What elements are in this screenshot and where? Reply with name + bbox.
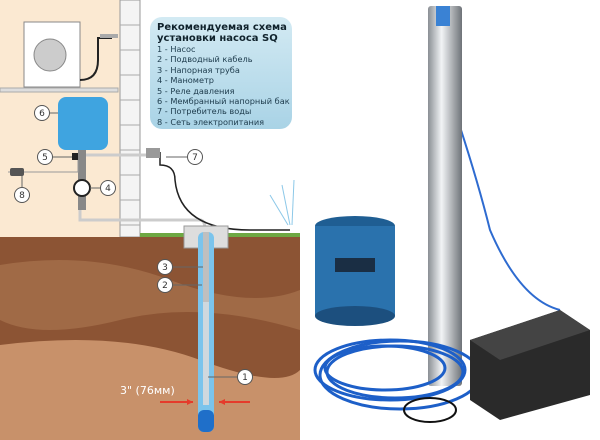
callout-6: 6 xyxy=(34,105,50,121)
legend-item: 2 - Подводный кабель xyxy=(157,54,253,65)
legend-item: 3 - Напорная труба xyxy=(157,64,240,75)
callout-5: 5 xyxy=(37,149,53,165)
callout-1: 1 xyxy=(237,369,253,385)
plug-icon xyxy=(10,168,24,176)
legend-item: 6 - Мембранный напорный бак xyxy=(157,96,290,107)
legend-item: 5 - Реле давления xyxy=(157,85,235,96)
pump-icon xyxy=(203,300,209,405)
pressure-tank-icon xyxy=(58,97,108,150)
washing-machine-icon xyxy=(23,21,81,88)
diameter-label: 3" (76мм) xyxy=(120,384,175,397)
callout-2: 2 xyxy=(157,277,173,293)
wall xyxy=(119,0,141,238)
pressure-switch-icon xyxy=(72,153,78,160)
legend-title: Рекомендуемая схема xyxy=(157,22,287,33)
callout-3: 3 xyxy=(157,259,173,275)
product-photo xyxy=(313,6,590,423)
callout-4: 4 xyxy=(100,180,116,196)
legend-title: установки насоса SQ xyxy=(157,33,278,44)
callout-7: 7 xyxy=(187,149,203,165)
legend-item: 1 - Насос xyxy=(157,44,196,54)
legend-item: 8 - Сеть электропитания xyxy=(157,116,265,127)
legend-item: 7 - Потребитель воды xyxy=(157,106,252,117)
submersible-pump-icon xyxy=(428,6,462,386)
legend-box: Рекомендуемая схема установки насоса SQ … xyxy=(150,17,292,129)
manometer-icon xyxy=(73,179,91,197)
callout-8: 8 xyxy=(14,187,30,203)
legend-item: 4 - Манометр xyxy=(157,75,214,86)
tap-icon xyxy=(146,148,160,158)
